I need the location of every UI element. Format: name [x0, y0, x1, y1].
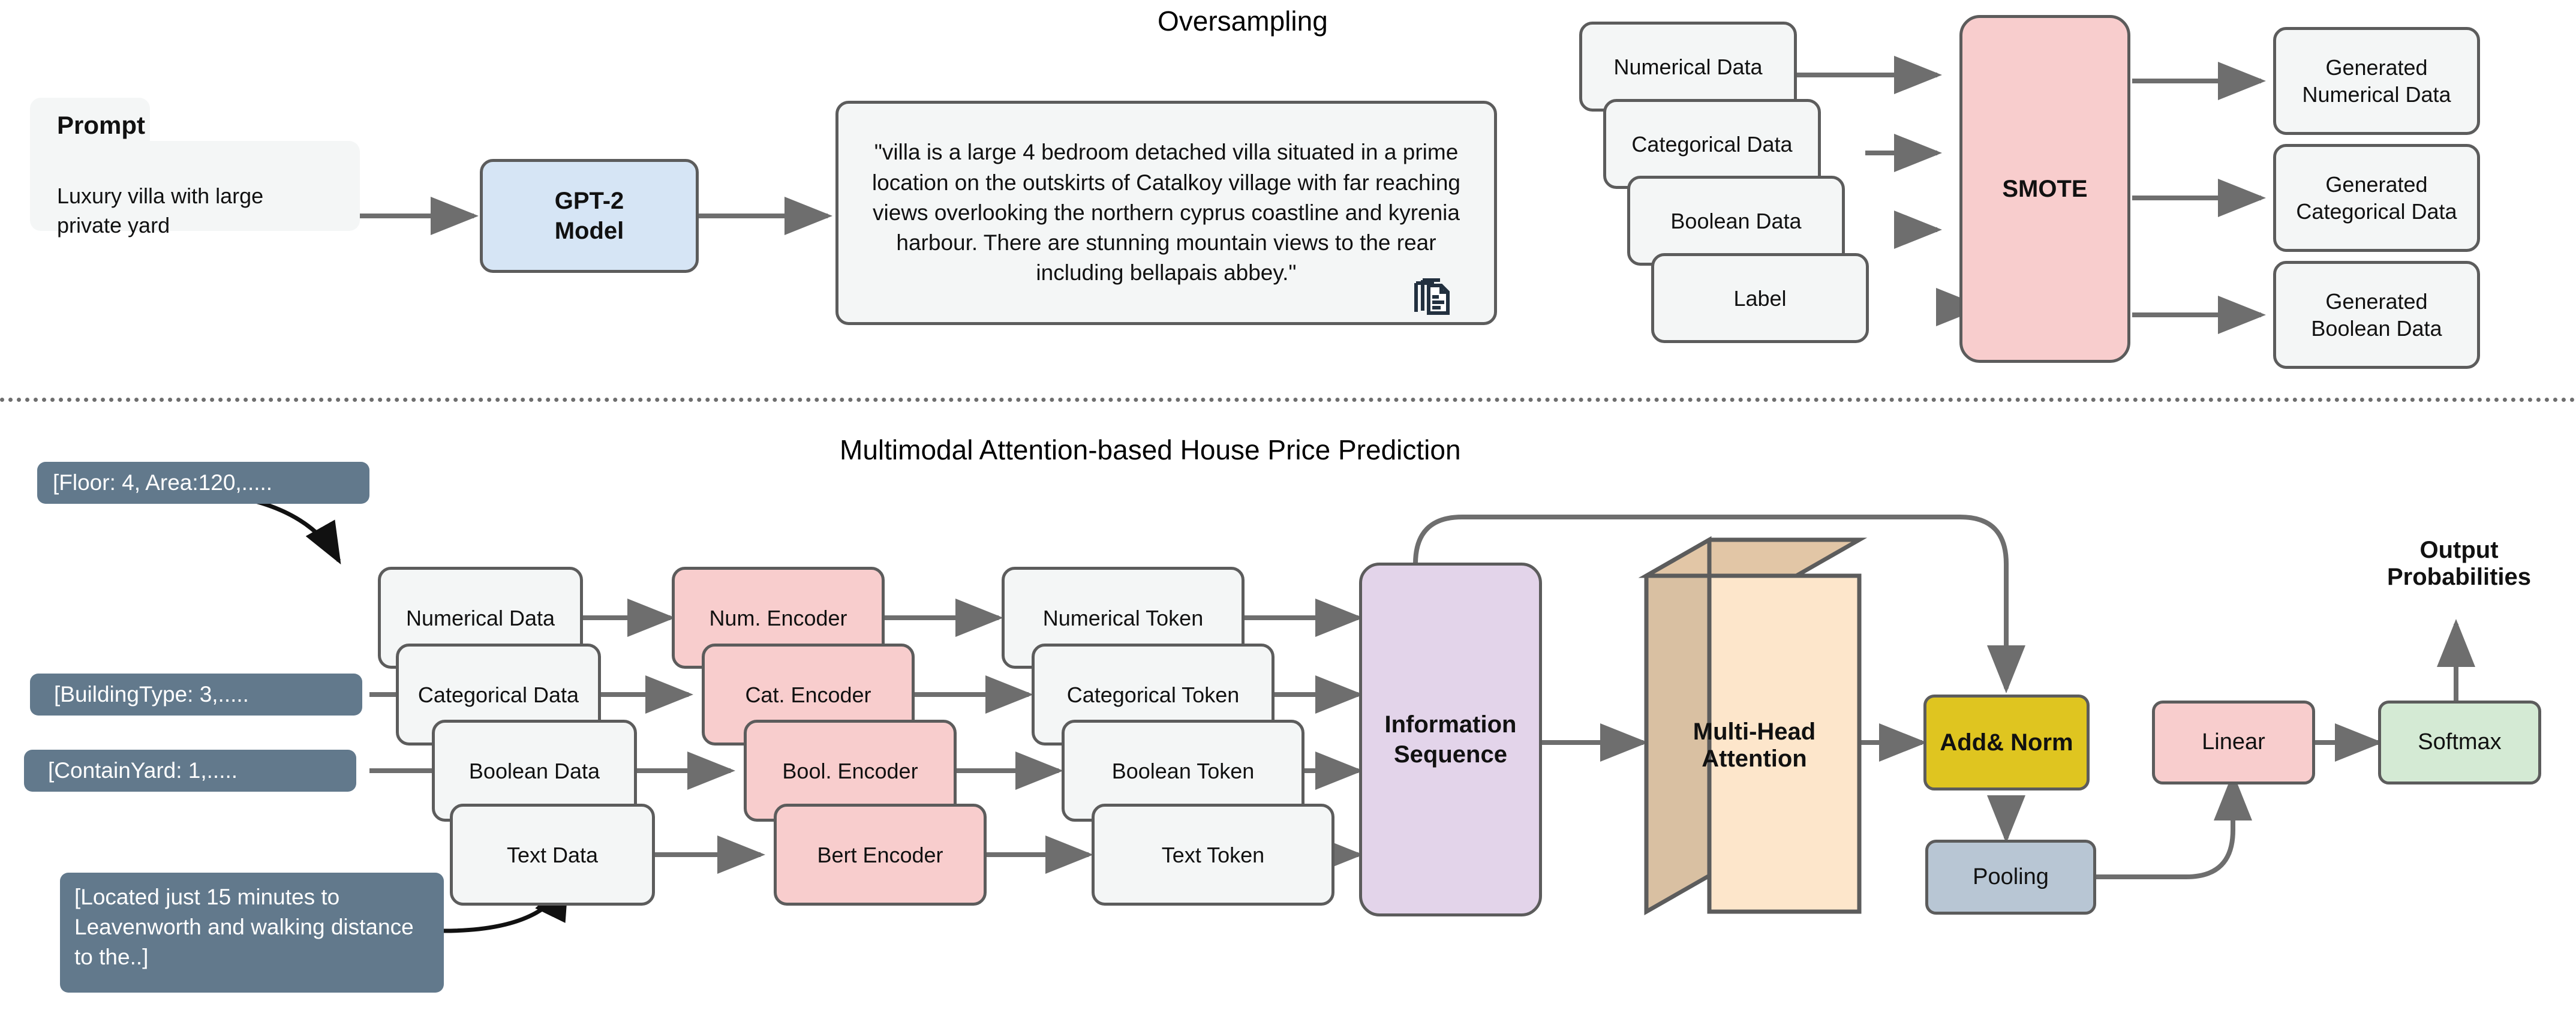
linear-box[interactable]: Linear: [2152, 701, 2315, 784]
oversampling-title: Oversampling: [1158, 5, 1328, 37]
smote-label: SMOTE: [2002, 176, 2088, 202]
prompt-body-text: Luxury villa with large private yard: [57, 184, 264, 238]
gpt2-model-box[interactable]: GPT-2 Model: [480, 159, 699, 273]
smote-output-line-2: Boolean Data: [2311, 316, 2442, 341]
smote-input-boolean: Boolean Data: [1627, 176, 1845, 266]
smote-output-line-2: Numerical Data: [2302, 82, 2451, 107]
smote-input-label-box: Label: [1651, 253, 1869, 343]
section-divider: [0, 398, 2576, 402]
sample-input-text: [Located just 15 minutes to Leavenworth …: [74, 885, 414, 969]
add-norm-box[interactable]: Add& Norm: [1923, 695, 2090, 790]
pooling-box[interactable]: Pooling: [1925, 840, 2096, 915]
smote-output-line-2: Categorical Data: [2296, 199, 2457, 224]
output-line-1: Output: [2419, 537, 2499, 563]
information-sequence-box[interactable]: Information Sequence: [1359, 563, 1542, 916]
smote-box[interactable]: SMOTE: [1959, 15, 2130, 363]
data-box-label: Numerical Data: [405, 605, 555, 630]
gpt2-line-1: GPT-2: [554, 188, 624, 214]
attention-line-1: Multi-Head: [1693, 719, 1816, 745]
prompt-header-label: Prompt: [57, 111, 145, 139]
token-label: Categorical Token: [1066, 682, 1240, 707]
token-text: Text Token: [1092, 804, 1334, 906]
generated-text-box: "villa is a large 4 bedroom detached vil…: [835, 101, 1497, 325]
smote-output-categorical: Generated Categorical Data: [2273, 144, 2480, 252]
smote-input-label: Categorical Data: [1631, 131, 1793, 157]
information-sequence-line-1: Information: [1384, 711, 1517, 738]
smote-input-categorical: Categorical Data: [1603, 99, 1821, 189]
token-label: Text Token: [1161, 842, 1265, 867]
prompt-body-box: [30, 141, 360, 231]
sample-input-text: [ContainYard: 1,.....: [48, 758, 238, 783]
data-box-text: Text Data: [450, 804, 655, 906]
data-box-label: Categorical Data: [417, 682, 579, 707]
sample-input-text: [BuildingType: 3,.....: [54, 681, 249, 707]
smote-output-line-1: Generated: [2325, 55, 2428, 80]
smote-input-label: Boolean Data: [1670, 208, 1802, 233]
smote-output-numerical: Generated Numerical Data: [2273, 27, 2480, 135]
smote-input-label: Label: [1733, 285, 1787, 311]
token-label: Boolean Token: [1111, 758, 1255, 783]
softmax-box[interactable]: Softmax: [2378, 701, 2541, 784]
sample-input-numerical: [Floor: 4, Area:120,.....: [37, 462, 369, 504]
encoder-label: Num. Encoder: [709, 605, 847, 630]
encoder-label: Bert Encoder: [817, 842, 943, 867]
sample-input-boolean: [ContainYard: 1,.....: [24, 750, 356, 792]
add-norm-label: Add& Norm: [1940, 729, 2073, 756]
encoder-label: Cat. Encoder: [745, 682, 871, 707]
encoder-label: Bool. Encoder: [782, 758, 918, 783]
pooling-label: Pooling: [1973, 864, 2049, 889]
data-box-label: Boolean Data: [468, 758, 600, 783]
multi-head-attention-label: Multi-Head Attention: [1640, 719, 1868, 773]
copy-documents-icon[interactable]: [1412, 277, 1450, 315]
token-label: Numerical Token: [1042, 605, 1204, 630]
sample-input-text-box: [Located just 15 minutes to Leavenworth …: [60, 873, 444, 993]
gpt2-line-2: Model: [554, 218, 624, 244]
softmax-label: Softmax: [2418, 729, 2502, 755]
sample-input-categorical: [BuildingType: 3,.....: [30, 674, 362, 716]
output-line-2: Probabilities: [2386, 564, 2532, 590]
prediction-title: Multimodal Attention-based House Price P…: [840, 434, 1461, 465]
smote-input-label: Numerical Data: [1613, 54, 1763, 79]
smote-output-boolean: Generated Boolean Data: [2273, 261, 2480, 369]
smote-output-line-1: Generated: [2325, 172, 2428, 197]
sample-input-text: [Floor: 4, Area:120,.....: [53, 470, 273, 495]
encoder-bert[interactable]: Bert Encoder: [774, 804, 987, 906]
smote-input-numerical: Numerical Data: [1579, 22, 1797, 112]
smote-output-line-1: Generated: [2325, 289, 2428, 314]
generated-text: "villa is a large 4 bedroom detached vil…: [871, 140, 1460, 285]
data-box-label: Text Data: [506, 842, 599, 867]
attention-line-2: Attention: [1702, 746, 1807, 772]
linear-label: Linear: [2202, 729, 2265, 755]
output-probabilities-label: Output Probabilities: [2339, 537, 2576, 591]
information-sequence-line-2: Sequence: [1394, 741, 1507, 768]
